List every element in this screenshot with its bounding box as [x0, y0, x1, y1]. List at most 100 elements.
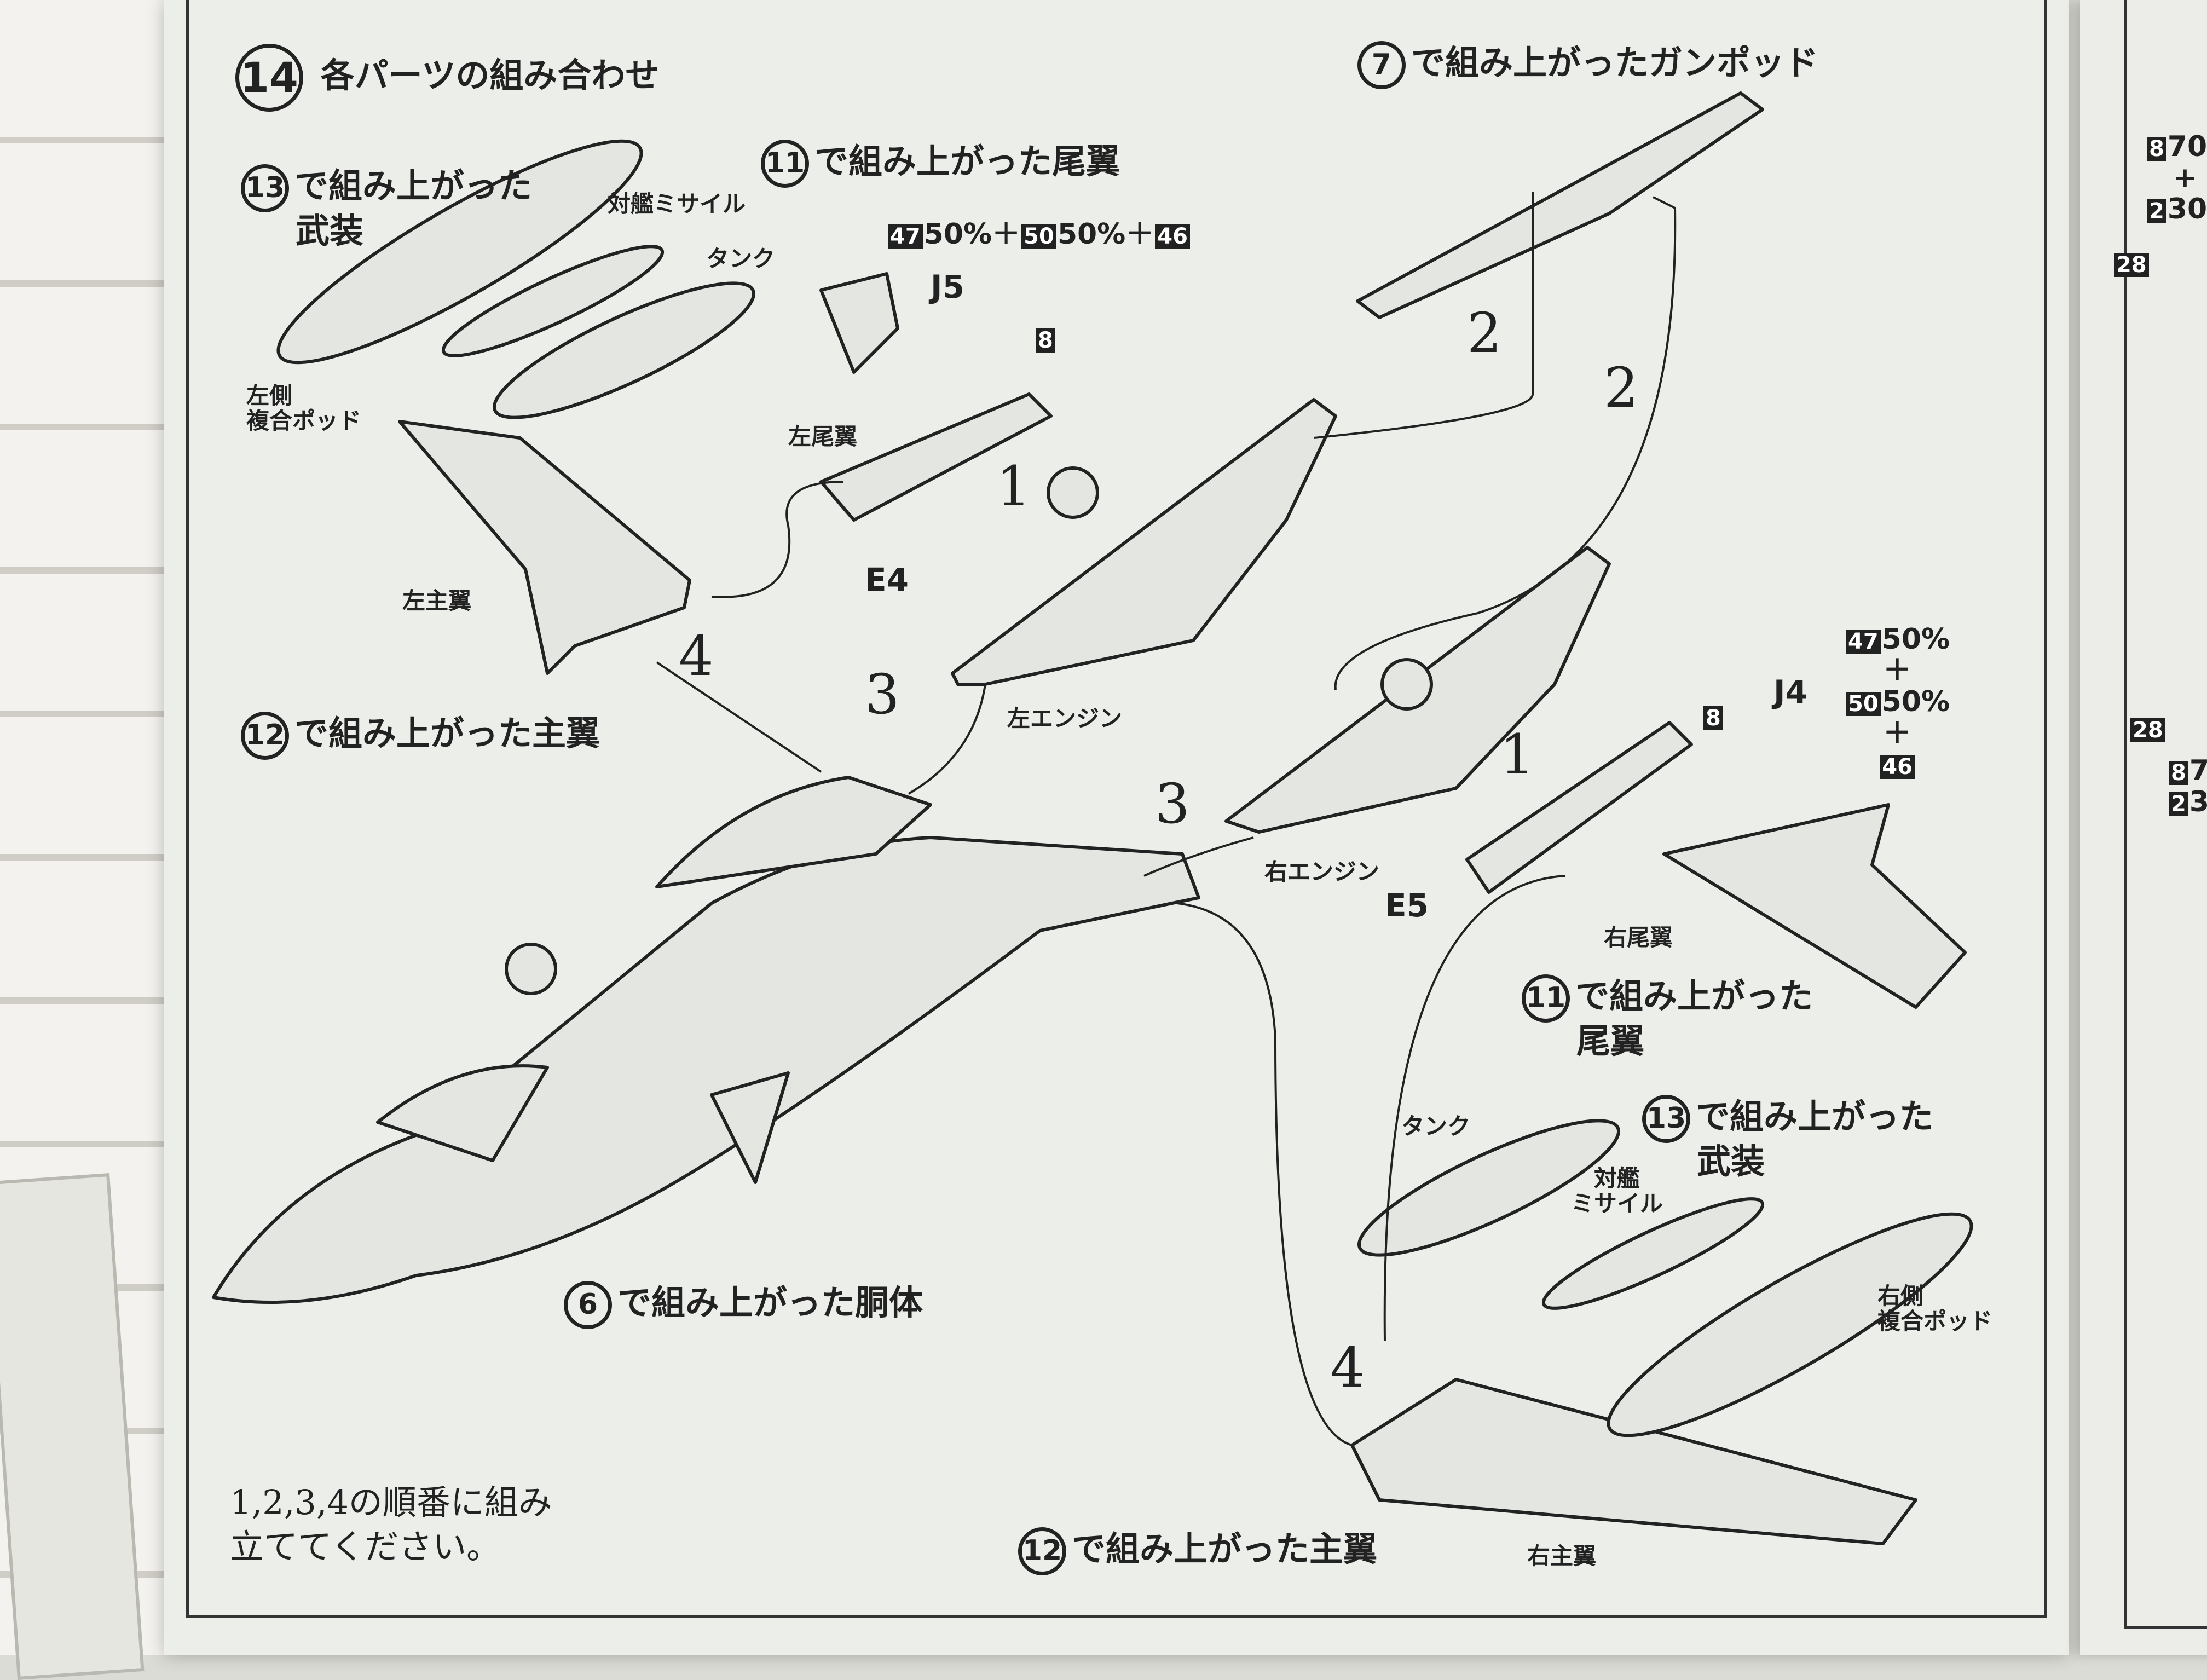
left-pod-label: 左側 複合ポッド	[246, 383, 361, 434]
next-f1: 2	[2169, 792, 2188, 817]
left-tail-mount	[819, 392, 1053, 522]
fuselage-text: で組み上がった胴体	[617, 1283, 923, 1323]
seq-4-left: 4	[679, 624, 714, 688]
right-pod-text-1: 右側	[1877, 1283, 1924, 1309]
next-c: 28	[2113, 252, 2150, 277]
guide-line-3	[1334, 196, 1677, 690]
guide-line-2	[1313, 192, 1534, 439]
right-main-wing	[1350, 1378, 1917, 1545]
next-b2: 30	[2167, 193, 2207, 226]
right-missile	[1541, 1197, 1765, 1310]
gun-pod	[1356, 91, 1764, 319]
assembly-order-note: 1,2,3,4の順番に組み 立ててください。	[230, 1481, 668, 1569]
main-wing-right-text: で組み上がった主翼	[1072, 1529, 1378, 1569]
next-d-badge: 28	[2130, 718, 2165, 742]
left-main-wing-label: 左主翼	[402, 587, 472, 614]
guide-line-5	[1143, 836, 1254, 877]
color-46-badge-right: 46	[1880, 754, 1915, 779]
note-line-2: 立ててください。	[230, 1526, 501, 1567]
next-a1: 8	[2147, 137, 2166, 161]
step-frame	[186, 0, 2047, 1618]
color-47-badge-right: 47	[1846, 630, 1881, 654]
next-step-frame	[2124, 0, 2207, 1629]
anti-ship-missile-right-text-1: 対艦	[1594, 1165, 1640, 1192]
tail-right-text-1: で組み上がった	[1575, 976, 1813, 1017]
left-engine	[951, 398, 1337, 686]
tail-text: で組み上がった尾翼	[814, 141, 1120, 182]
left-tail	[819, 272, 899, 374]
left-engine-label: 左エンジン	[1007, 705, 1123, 732]
next-a2: 70	[2167, 130, 2207, 163]
right-pod-label: 右側 複合ポッド	[1877, 1283, 1993, 1335]
right-tail	[1662, 803, 1967, 1009]
tail-right-text-2: 尾翼	[1576, 1021, 1645, 1061]
tank-right: タンク	[1401, 1113, 1471, 1140]
left-missile	[441, 245, 665, 357]
tail-right-ref-badge: 11	[1522, 974, 1570, 1023]
next-e1: 8	[2169, 761, 2188, 785]
right-tail-label: 右尾翼	[1604, 924, 1673, 951]
fuselage-fin	[710, 1071, 790, 1184]
right-engine-label: 右エンジン	[1264, 858, 1380, 885]
step-title: 各パーツの組み合わせ	[320, 55, 660, 96]
right-pod	[1607, 1212, 1973, 1437]
weapons-right-text-1: で組み上がった	[1696, 1096, 1934, 1137]
gun-pod-text: で組み上がったガンポッド	[1411, 43, 1819, 83]
left-tank	[492, 281, 756, 419]
right-tank	[1357, 1119, 1621, 1257]
color-47-pct-right: 50%	[1881, 623, 1950, 656]
nose-landing-wheel	[505, 943, 557, 995]
seq-3-left: 3	[865, 662, 900, 726]
color-47-pct: 50%＋	[923, 218, 1021, 251]
right-landing-wheel	[1380, 658, 1433, 711]
color-50-pct-right: 50%	[1881, 685, 1950, 719]
left-landing-wheel	[1047, 466, 1099, 519]
left-main-wing	[398, 420, 691, 675]
right-pod-text-2: 複合ポッド	[1877, 1308, 1993, 1335]
weapons-right-text-2: 武装	[1697, 1141, 1765, 1181]
weapons-left-text-2: 武装	[296, 211, 364, 251]
part-8-left: 8	[1035, 323, 1056, 354]
next-plus: +	[2173, 161, 2197, 195]
right-tail-mount	[1465, 721, 1693, 894]
tail-ref-badge: 11	[761, 140, 809, 188]
next-c-badge: 28	[2114, 253, 2149, 277]
weapons-left-text-1: で組み上がった	[294, 166, 533, 206]
next-d: 28	[2129, 717, 2166, 742]
seq-2-right: 2	[1604, 356, 1639, 420]
fuselage	[212, 836, 1200, 1304]
guide-line-6	[1176, 902, 1353, 1446]
seq-3-right: 3	[1155, 772, 1190, 836]
guide-line-4	[908, 684, 986, 795]
guide-line-1	[711, 481, 843, 598]
plus-1: ＋	[1883, 654, 1912, 688]
guide-line-8	[1383, 875, 1566, 1342]
main-wing-left-ref-badge: 12	[241, 712, 289, 760]
next-f2: 3	[2189, 786, 2207, 819]
note-line-1: 1,2,3,4の順番に組み	[230, 1482, 552, 1522]
part-8-right: 8	[1702, 701, 1724, 732]
right-main-wing-label: 右主翼	[1527, 1543, 1597, 1569]
color-47-badge: 47	[888, 224, 923, 249]
part-8-left-badge: 8	[1036, 328, 1055, 353]
seq-2-left: 2	[1467, 301, 1502, 365]
anti-ship-missile-right-text-2: ミサイル	[1571, 1190, 1663, 1217]
color-46-badge: 46	[1155, 224, 1190, 249]
left-pod	[276, 139, 643, 365]
anti-ship-missile-right: 対艦 ミサイル	[1571, 1165, 1663, 1217]
left-tail-label: 左尾翼	[788, 423, 858, 450]
left-pod-text-2: 複合ポッド	[246, 407, 362, 435]
seq-1-right: 1	[1500, 723, 1535, 787]
next-b1: 2	[2147, 199, 2166, 224]
plus-2: ＋	[1883, 717, 1912, 750]
part-8-right-badge: 8	[1703, 706, 1723, 730]
seq-1-left: 1	[996, 454, 1031, 518]
